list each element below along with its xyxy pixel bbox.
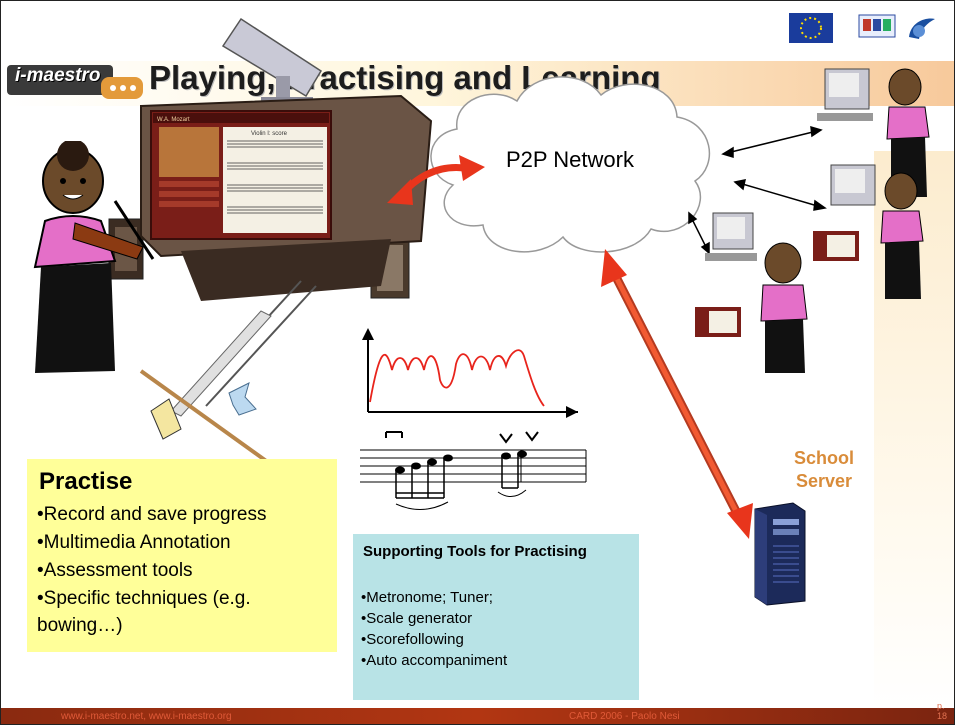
logo-text: i-maestro	[15, 65, 101, 86]
tools-item: •Auto accompaniment	[361, 652, 508, 669]
practise-item: •Multimedia Annotation	[37, 532, 231, 553]
i-maestro-logo	[7, 65, 143, 99]
eu-flag-icon	[789, 13, 833, 43]
practise-item: bowing…)	[37, 615, 123, 636]
supporting-tools-title: Supporting Tools for Practising	[363, 543, 587, 560]
tools-item: •Scorefollowing	[361, 631, 464, 648]
server-tower-icon	[754, 502, 806, 606]
school-server-label: School Server	[779, 447, 869, 493]
fp6-logo-icon	[909, 18, 935, 39]
arrow-down-icon	[228, 382, 257, 416]
music-notation	[360, 431, 587, 510]
tools-item: •Scale generator	[361, 610, 473, 627]
pitch-waveform-graph	[362, 328, 578, 418]
peer-workstation-2	[813, 164, 924, 299]
p2p-cloud	[430, 76, 711, 253]
server-link-arrow-icon	[601, 249, 753, 539]
footer-urls: www.i-maestro.net, www.i-maestro.org	[61, 711, 232, 722]
double-arrow-icon	[387, 155, 485, 205]
practise-item: •Specific techniques (e.g.	[37, 588, 251, 609]
school-server-label-line2: Server	[795, 471, 853, 491]
p2p-network-label: P2P Network	[506, 147, 634, 172]
security-camera-icon	[221, 17, 323, 107]
student-figure-3	[760, 242, 808, 373]
page-number: p. 18	[937, 701, 948, 721]
school-server-label-line1: School	[793, 448, 854, 468]
funding-logos	[789, 13, 935, 43]
violinist-figure	[33, 141, 155, 373]
peer-workstation-3	[695, 212, 808, 373]
peer-arrows	[688, 125, 827, 255]
supporting-tools-panel	[353, 534, 639, 700]
tools-item: •Metronome; Tuner;	[361, 589, 493, 606]
practise-title: Practise	[39, 468, 133, 495]
peer-students	[695, 68, 930, 373]
practise-item: •Assessment tools	[37, 560, 193, 581]
student-figure-2	[880, 172, 924, 299]
practise-panel	[27, 459, 337, 652]
practise-item: •Record and save progress	[37, 504, 267, 525]
ist-logo-icon	[858, 14, 896, 38]
bow-bridge-closeup	[139, 280, 317, 488]
footer-bar	[1, 708, 954, 724]
screen-header: W.A. Mozart	[157, 117, 190, 123]
main-computer-illustration: W.A. Mozart Violin I: score	[108, 17, 433, 301]
footer-event: CARD 2006 - Paolo Nesi	[569, 711, 680, 722]
connection-arrows	[387, 155, 753, 539]
screen-score-title: Violin I: score	[251, 131, 288, 137]
